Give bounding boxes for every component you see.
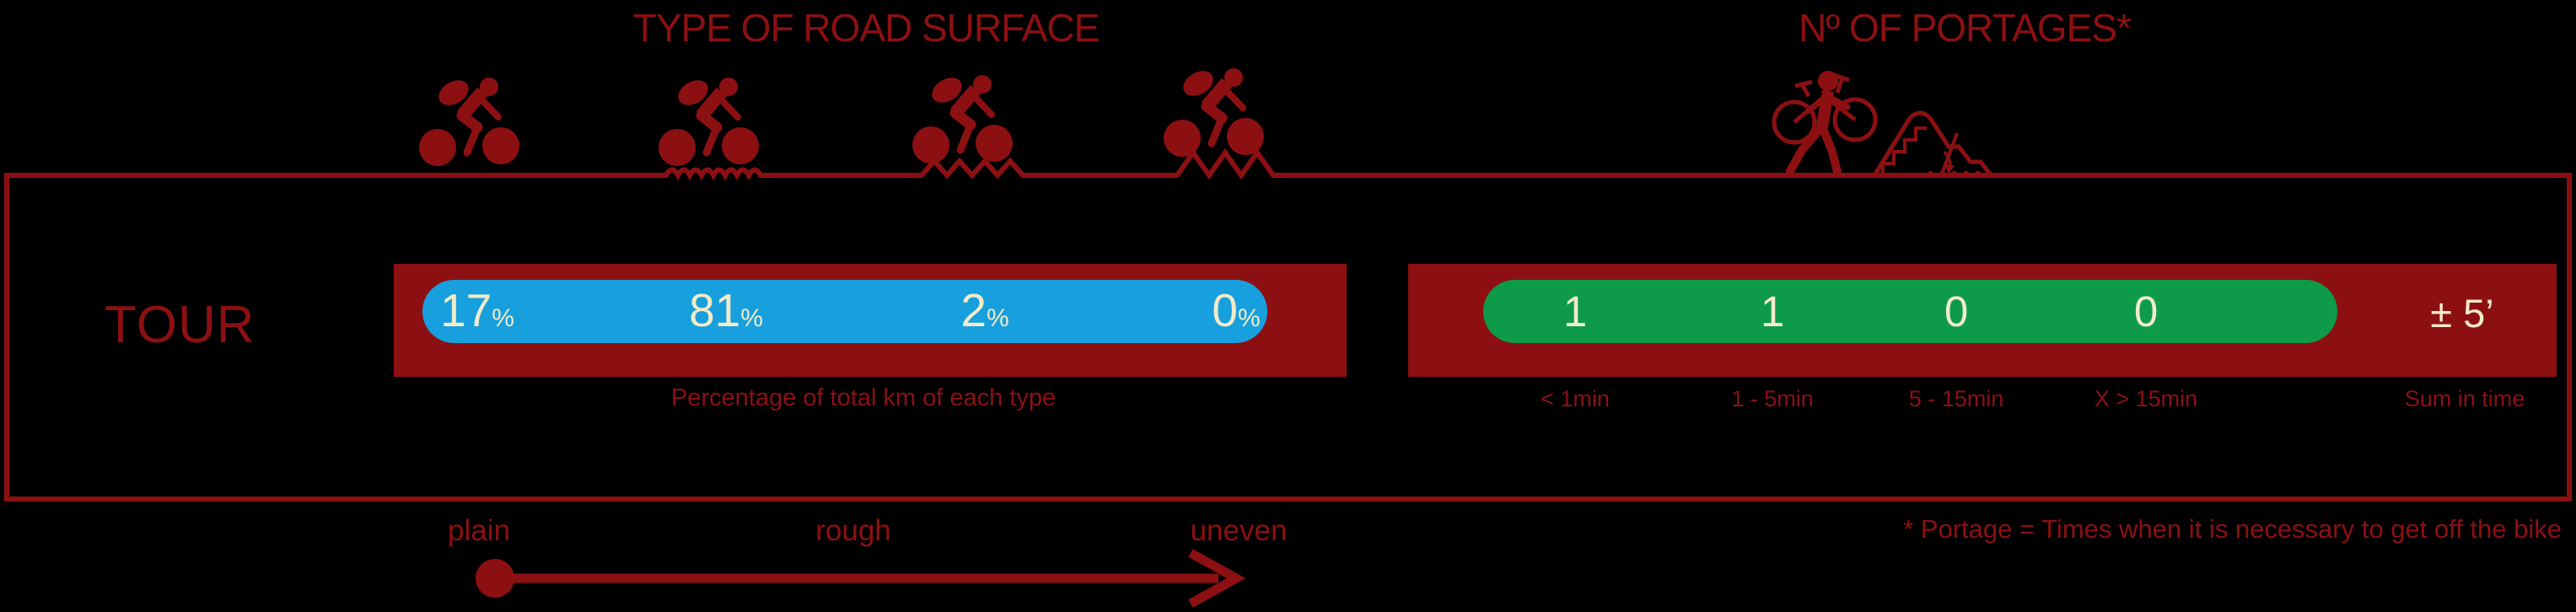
portage-label-sum-in-time: Sum in time — [2404, 386, 2525, 411]
portage-count-1-5min: 1 — [1760, 287, 1785, 336]
row-label: TOUR — [105, 296, 255, 354]
scale-label-rough: rough — [815, 514, 891, 547]
portages-count-pill — [1483, 280, 2337, 343]
surface-pct-plain: 17% — [440, 284, 514, 336]
scale-label-uneven: uneven — [1190, 514, 1288, 547]
surface-pct-wavy: 81% — [689, 284, 763, 336]
surface-percentage-pill — [422, 280, 1267, 343]
portage-count-over-15min: 0 — [2133, 287, 2159, 336]
portages-section-title: Nº OF PORTAGES* — [1799, 6, 2132, 50]
portage-footnote: * Portage = Times when it is necessary t… — [1903, 514, 2562, 544]
portage-label-under-1min: < 1min — [1541, 386, 1610, 411]
surface-pct-uneven: 0% — [1212, 284, 1261, 336]
portage-label-5-15min: 5 - 15min — [1908, 386, 2004, 411]
surface-pct-rough: 2% — [960, 284, 1009, 336]
surface-caption: Percentage of total km of each type — [670, 384, 1057, 411]
box-top-border-with-surface-patterns — [4, 148, 2572, 181]
portage-label-1-5min: 1 - 5min — [1731, 386, 1814, 411]
roughness-scale-arrow — [476, 549, 1246, 608]
portage-count-under-1min: 1 — [1562, 287, 1588, 336]
gradient-angle-arrowhead — [1944, 164, 1955, 174]
tour-row-box — [4, 173, 2572, 502]
portage-label-over-15min: X > 15min — [2094, 386, 2198, 411]
scale-label-plain: plain — [448, 514, 510, 547]
portage-count-5-15min: 0 — [1944, 287, 1969, 336]
portage-sum-in-time-value: ± 5’ — [2430, 291, 2494, 336]
surface-section-title: TYPE OF ROAD SURFACE — [632, 6, 1100, 50]
